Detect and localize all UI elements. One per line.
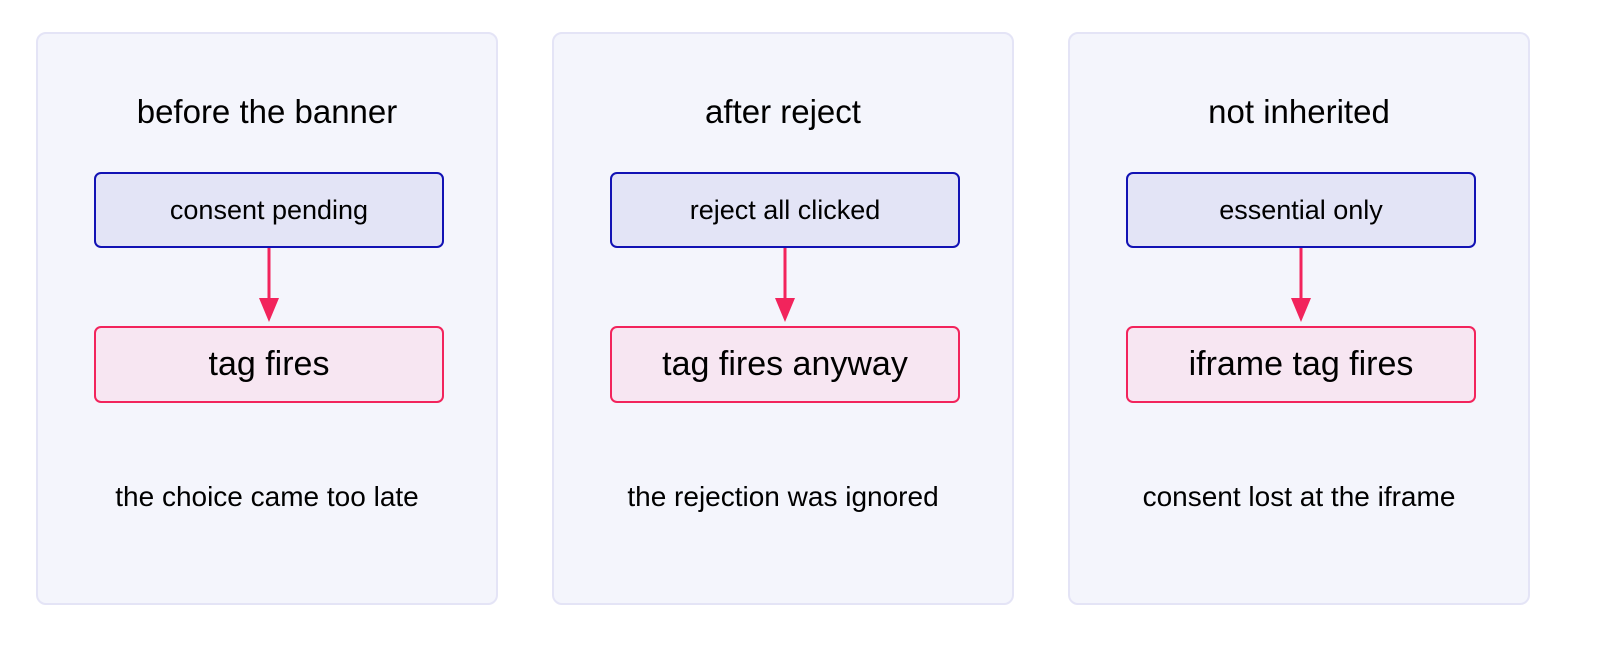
panel-title: not inherited [1208, 93, 1390, 130]
panel-caption: the rejection was ignored [627, 481, 939, 512]
panel-caption: the choice came too late [115, 481, 419, 512]
state-box: essential only [1126, 172, 1476, 248]
arrow-down-icon [259, 248, 279, 322]
outcome-box: tag fires [94, 326, 444, 403]
panel-caption: consent lost at the iframe [1142, 481, 1456, 512]
outcome-box: tag fires anyway [610, 326, 960, 403]
state-box: reject all clicked [610, 172, 960, 248]
outcome-label: tag fires [208, 345, 330, 383]
arrow-down-icon [775, 248, 795, 322]
arrow-down-icon [1291, 248, 1311, 322]
panel-title: after reject [705, 93, 861, 130]
panel-before-banner: before the banner consent pending tag fi… [36, 32, 498, 605]
panel-after-reject: after reject reject all clicked tag fire… [552, 32, 1014, 605]
state-label: reject all clicked [689, 194, 881, 225]
state-label: essential only [1219, 194, 1383, 225]
outcome-box: iframe tag fires [1126, 326, 1476, 403]
state-label: consent pending [169, 194, 369, 225]
state-box: consent pending [94, 172, 444, 248]
outcome-label: tag fires anyway [662, 345, 908, 383]
outcome-label: iframe tag fires [1188, 345, 1414, 383]
panel-title: before the banner [136, 93, 398, 130]
panel-not-inherited: not inherited essential only iframe tag … [1068, 32, 1530, 605]
